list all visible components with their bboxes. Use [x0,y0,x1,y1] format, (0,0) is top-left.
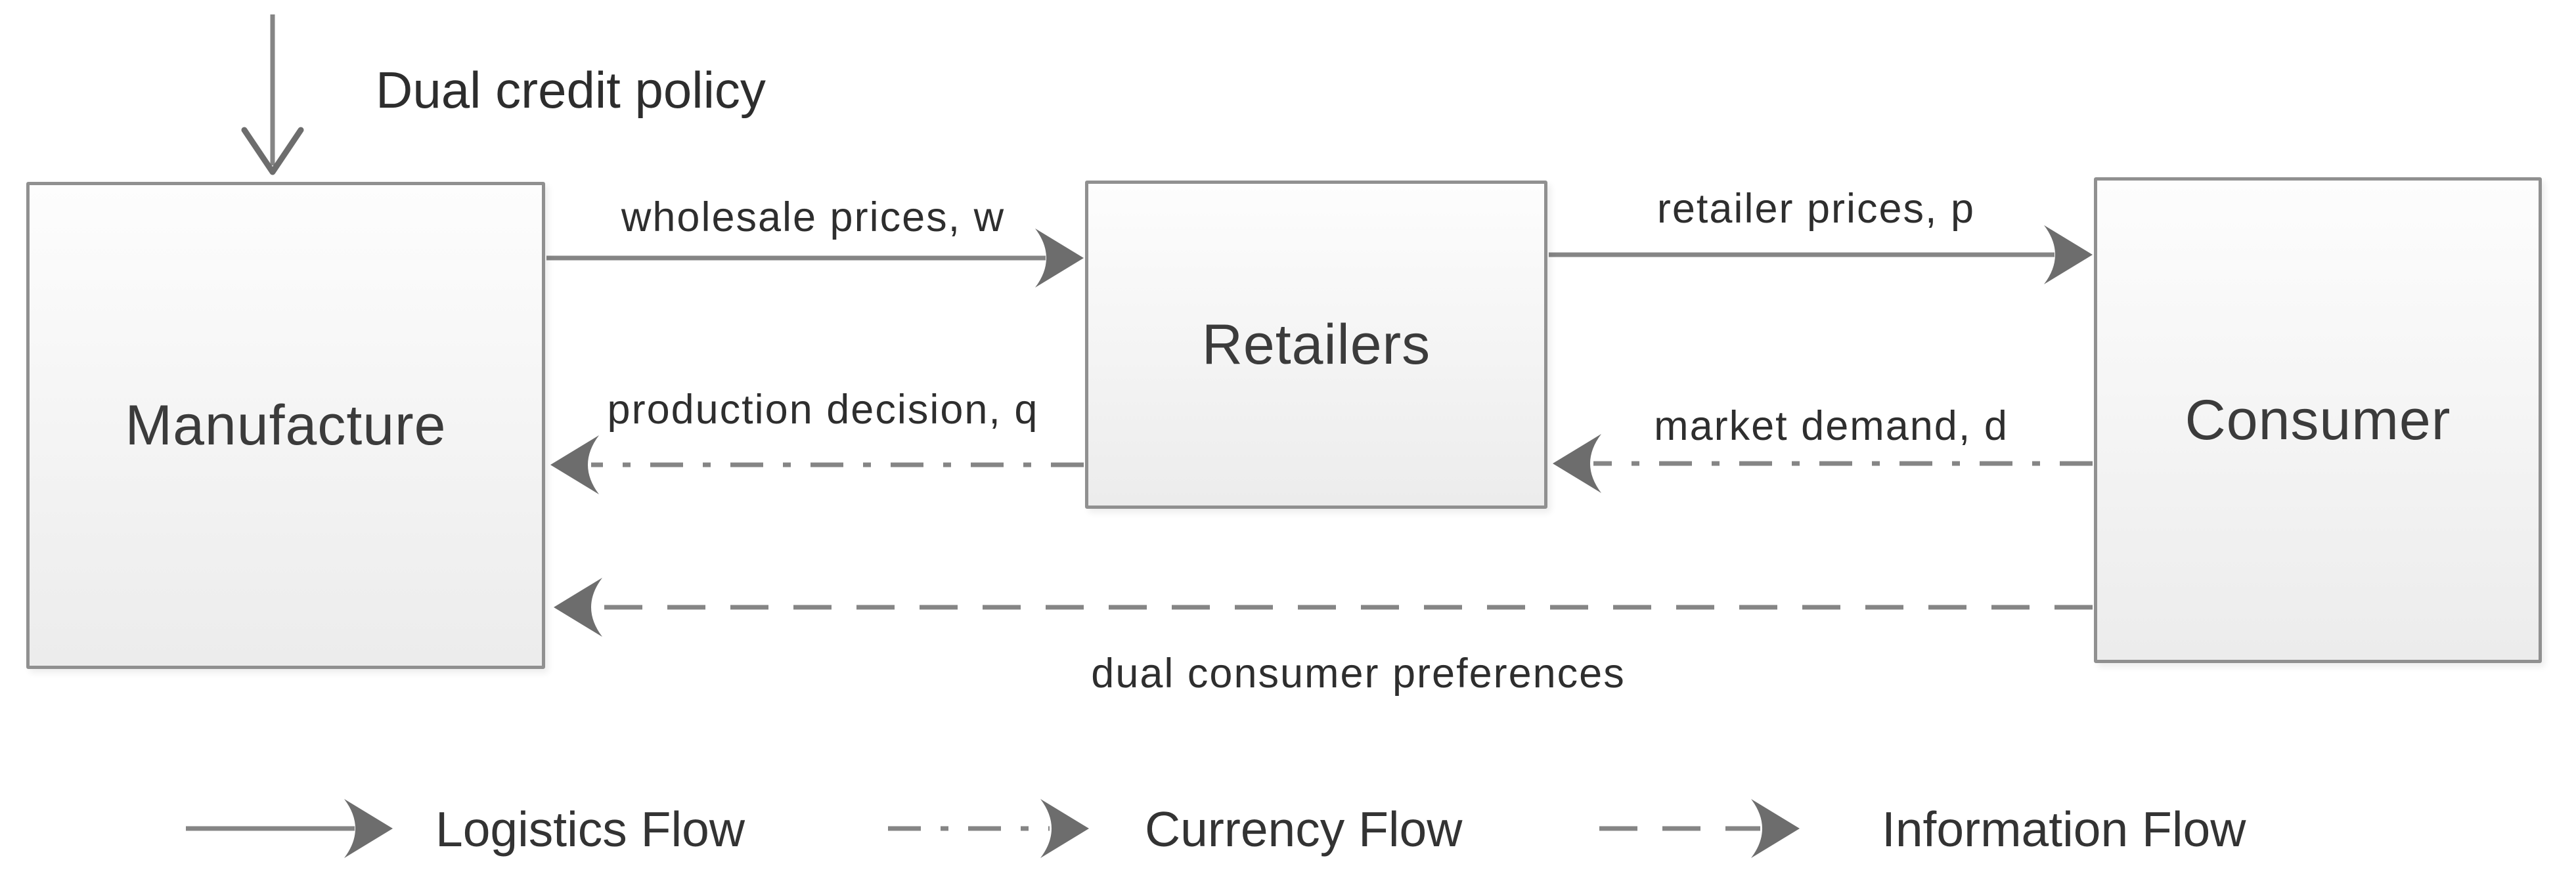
edge-label-market-demand: market demand, d [1654,403,2009,449]
node-consumer: Consumer [2094,177,2542,663]
legend-label-information-flow: Information Flow [1882,802,2246,857]
node-consumer-label: Consumer [2185,388,2451,452]
edge-label-dual-consumer-preferences: dual consumer preferences [1091,651,1626,697]
market-demand-arrow [1553,434,2093,493]
legend-information-arrow [1599,799,1800,858]
legend-label-logistics-flow: Logistics Flow [435,802,745,857]
edge-label-production-decision: production decision, q [607,387,1039,433]
legend-logistics-arrow [186,799,393,858]
edge-label-retailer-prices: retailer prices, p [1656,186,1976,232]
edge-label-wholesale-prices: wholesale prices, w [621,194,1006,240]
legend-currency-arrow [888,799,1089,858]
legend-label-currency-flow: Currency Flow [1145,802,1463,857]
dual-credit-policy-label: Dual credit policy [376,61,766,119]
dual-credit-policy-arrow [241,14,304,175]
policy-arrowhead-down-icon [241,127,304,175]
node-retailers: Retailers [1085,181,1547,509]
arrowhead-left-icon [554,578,602,637]
node-manufacture: Manufacture [26,182,545,669]
arrowhead-right-icon [1751,799,1800,858]
arrowhead-right-icon [1035,228,1084,288]
arrowhead-right-icon [2044,225,2093,284]
dual-consumer-preferences-arrow [554,578,2093,637]
arrowhead-right-icon [1040,799,1089,858]
arrowhead-left-icon [550,435,599,494]
node-manufacture-label: Manufacture [125,393,447,457]
retailer-prices-arrow [1549,225,2093,284]
wholesale-prices-arrow [546,228,1084,288]
production-decision-arrow [550,435,1084,494]
node-retailers-label: Retailers [1201,312,1431,376]
arrowhead-left-icon [1553,434,1601,493]
arrowhead-right-icon [344,799,393,858]
